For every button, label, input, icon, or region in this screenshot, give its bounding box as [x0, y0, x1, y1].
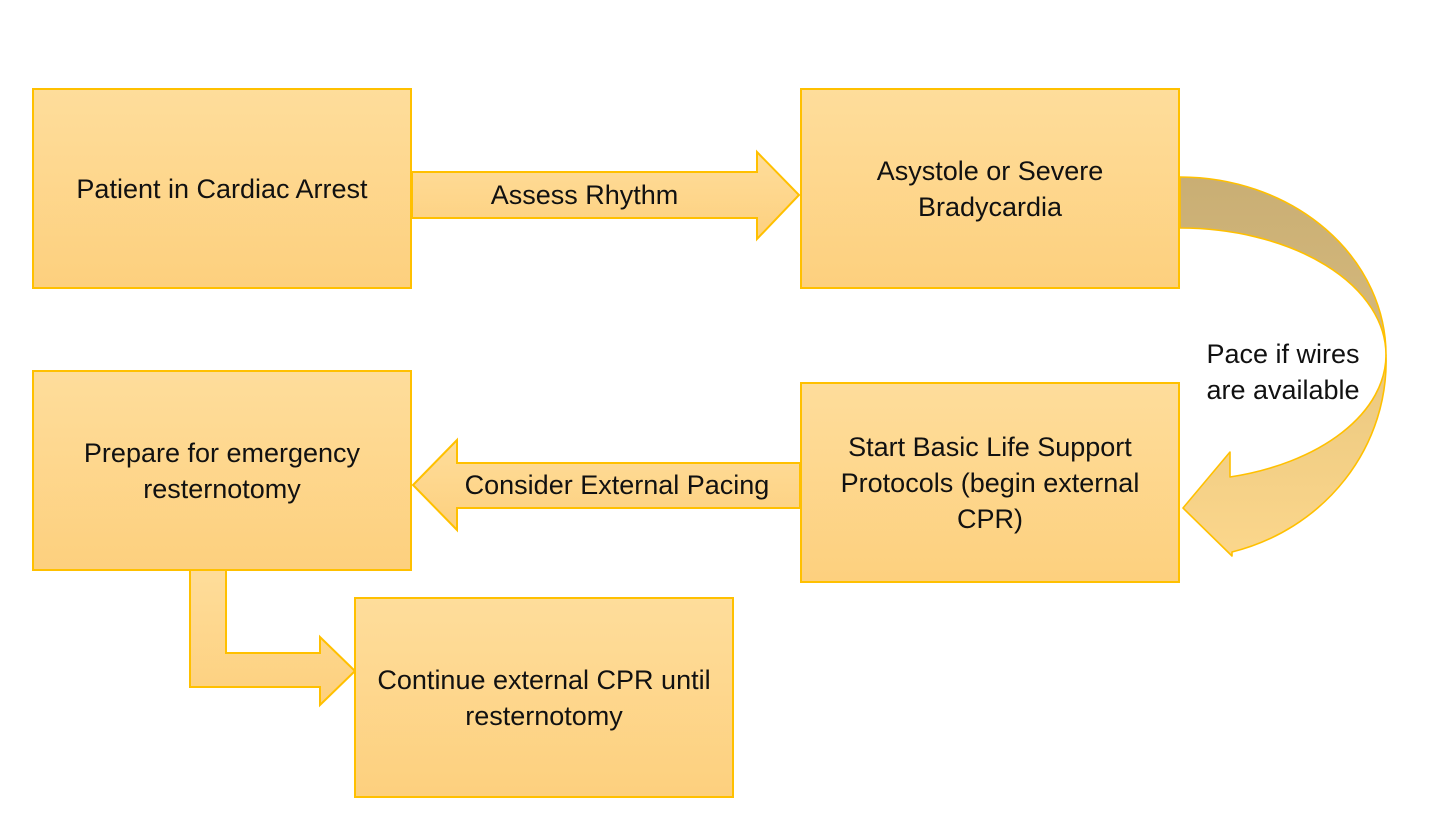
edge-label-assess-rhythm: Assess Rhythm: [490, 180, 679, 210]
edge-label-pace-if-wires: Pace if wires are available: [1206, 339, 1360, 405]
node-prepare-emergency-resternotomy: Prepare for emergency resternotomy: [32, 370, 412, 571]
arrow-assess-rhythm: [411, 149, 801, 242]
node-continue-external-cpr: Continue external CPR until resternotomy: [354, 597, 734, 798]
curved-arrow-front: [1182, 354, 1387, 557]
arrow-consider-external-pacing: [411, 437, 801, 533]
node-patient-in-cardiac-arrest: Patient in Cardiac Arrest: [32, 88, 412, 289]
curved-arrow-back: [1179, 176, 1387, 356]
edge-label-consider-external-pacing: Consider External Pacing: [464, 470, 770, 500]
node-start-basic-life-support: Start Basic Life Support Protocols (begi…: [800, 382, 1180, 583]
node-asystole-or-severe-bradycardia: Asystole or Severe Bradycardia: [800, 88, 1180, 289]
elbow-arrow-cpr: [189, 564, 357, 708]
